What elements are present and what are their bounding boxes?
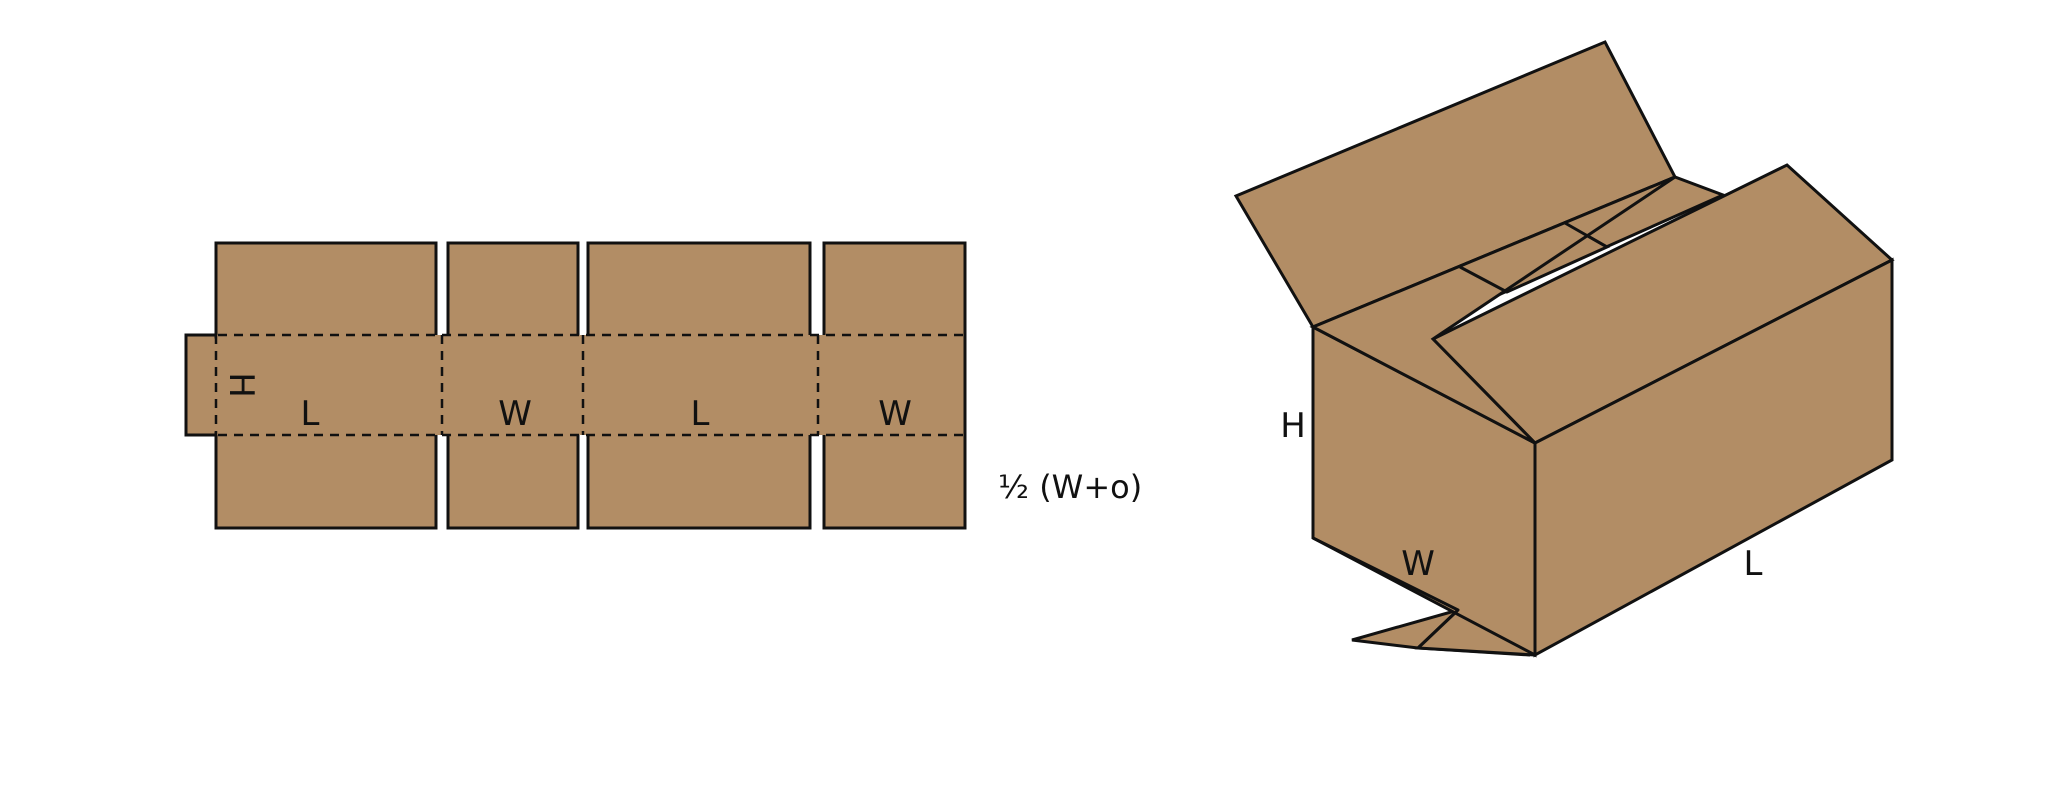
top-flap-4 bbox=[822, 241, 967, 339]
panel-label-4: W bbox=[878, 394, 912, 434]
box-height-label: H bbox=[1280, 406, 1306, 446]
bottom-flap-1 bbox=[214, 431, 438, 530]
body-strip bbox=[216, 335, 965, 435]
box-3d: H W L bbox=[1233, 40, 1895, 658]
flat-layout: H L W L W ½ (W+o) bbox=[184, 241, 1142, 530]
box-width-label: W bbox=[1401, 544, 1435, 584]
panel-label-1: L bbox=[301, 394, 320, 434]
top-flap-2 bbox=[446, 241, 580, 339]
bottom-flap-4 bbox=[822, 431, 967, 530]
top-flap-3 bbox=[586, 241, 812, 339]
box-length-label: L bbox=[1744, 544, 1763, 584]
crease-2 bbox=[1564, 221, 1608, 249]
crease-1 bbox=[1459, 265, 1508, 294]
end-top-flap bbox=[1309, 175, 1676, 445]
panel-label-2: W bbox=[498, 394, 532, 434]
flap-note: ½ (W+o) bbox=[998, 468, 1142, 506]
crease-3 bbox=[1312, 536, 1460, 650]
panel-label-3: L bbox=[691, 394, 710, 434]
side-face bbox=[1533, 257, 1894, 658]
glue-flap bbox=[184, 333, 220, 437]
bottom-flap-2 bbox=[446, 431, 580, 530]
bottom-flap-3 bbox=[586, 431, 812, 530]
height-label: H bbox=[221, 372, 261, 398]
top-flap-1 bbox=[214, 241, 438, 339]
